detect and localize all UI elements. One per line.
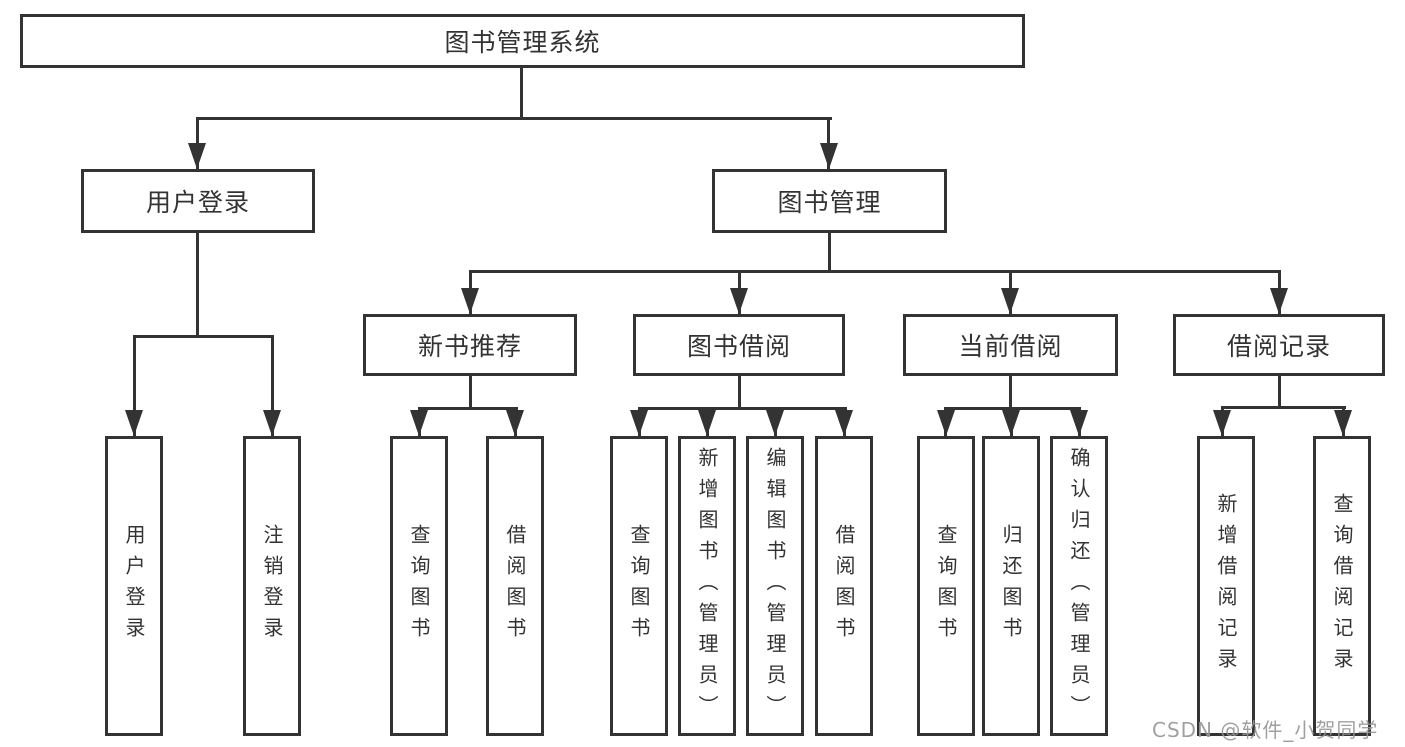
leaf-return-books: 归还图书 bbox=[982, 436, 1040, 736]
leaf-query-borrow-record: 查询借阅记录 bbox=[1313, 436, 1371, 736]
connector-line bbox=[1221, 406, 1346, 409]
node-book-borrow: 图书借阅 bbox=[633, 314, 845, 376]
arrowhead-down-icon bbox=[730, 288, 748, 314]
arrowhead-down-icon bbox=[630, 410, 648, 436]
leaf-query-books: 查询图书 bbox=[917, 436, 975, 736]
arrowhead-down-icon bbox=[937, 410, 955, 436]
node-book-management: 图书管理 bbox=[712, 169, 947, 233]
arrowhead-down-icon bbox=[125, 410, 143, 436]
leaf-add-books-admin: 新增图书（管理员） bbox=[678, 436, 736, 736]
arrowhead-down-icon bbox=[766, 410, 784, 436]
leaf-confirm-return-admin: 确认归还（管理员） bbox=[1050, 436, 1108, 736]
arrowhead-down-icon bbox=[1070, 410, 1088, 436]
arrowhead-down-icon bbox=[461, 288, 479, 314]
connector-line bbox=[418, 407, 518, 410]
connector-line bbox=[469, 376, 472, 409]
connector-line bbox=[520, 68, 523, 118]
leaf-user-login: 用户登录 bbox=[105, 436, 163, 736]
arrowhead-down-icon bbox=[263, 410, 281, 436]
node-current-borrow: 当前借阅 bbox=[903, 314, 1118, 376]
connector-line bbox=[133, 335, 274, 338]
arrowhead-down-icon bbox=[698, 410, 716, 436]
connector-line bbox=[828, 233, 831, 272]
connector-line bbox=[469, 270, 1281, 273]
connector-line bbox=[1009, 376, 1012, 409]
node-new-book-recommend: 新书推荐 bbox=[363, 314, 577, 376]
arrowhead-down-icon bbox=[1213, 410, 1231, 436]
leaf-borrow-books: 借阅图书 bbox=[486, 436, 544, 736]
arrowhead-down-icon bbox=[1334, 410, 1352, 436]
leaf-query-books: 查询图书 bbox=[390, 436, 448, 736]
leaf-borrow-books: 借阅图书 bbox=[815, 436, 873, 736]
leaf-edit-books-admin: 编辑图书（管理员） bbox=[746, 436, 804, 736]
arrowhead-down-icon bbox=[820, 143, 838, 169]
csdn-watermark: CSDN @软件_小贺同学 bbox=[1152, 718, 1379, 742]
leaf-query-books: 查询图书 bbox=[610, 436, 668, 736]
node-user-login: 用户登录 bbox=[81, 169, 315, 233]
arrowhead-down-icon bbox=[1270, 288, 1288, 314]
connector-line bbox=[133, 335, 136, 436]
leaf-add-borrow-record: 新增借阅记录 bbox=[1197, 436, 1255, 736]
connector-line bbox=[196, 117, 832, 120]
arrowhead-down-icon bbox=[1001, 288, 1019, 314]
arrowhead-down-icon bbox=[410, 410, 428, 436]
connector-line bbox=[738, 376, 741, 409]
connector-line bbox=[1278, 376, 1281, 408]
leaf-logout: 注销登录 bbox=[243, 436, 301, 736]
arrowhead-down-icon bbox=[1002, 410, 1020, 436]
connector-line bbox=[271, 335, 274, 436]
node-borrow-records: 借阅记录 bbox=[1173, 314, 1385, 376]
arrowhead-down-icon bbox=[506, 410, 524, 436]
connector-line bbox=[638, 407, 847, 410]
node-library-system: 图书管理系统 bbox=[20, 14, 1025, 68]
arrowhead-down-icon bbox=[835, 410, 853, 436]
arrowhead-down-icon bbox=[188, 143, 206, 169]
connector-line bbox=[196, 233, 199, 337]
